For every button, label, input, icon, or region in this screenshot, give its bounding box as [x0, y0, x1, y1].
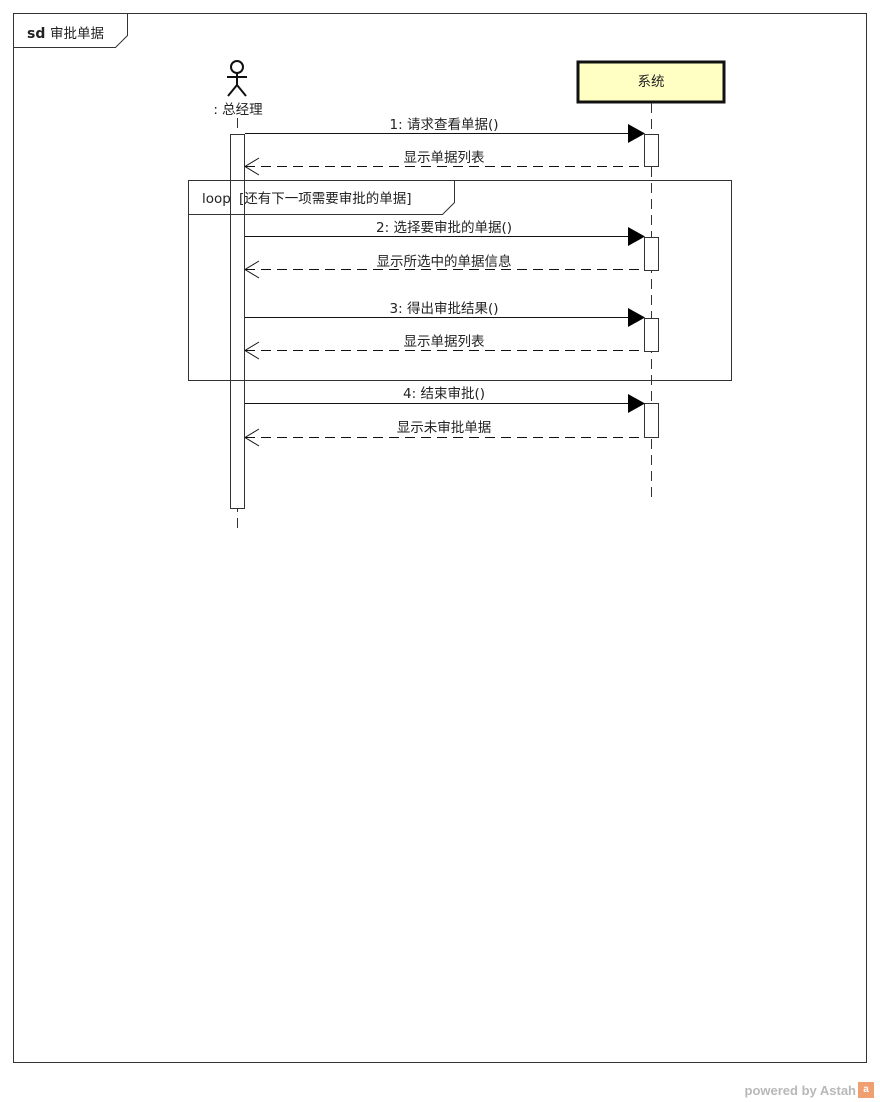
loop-keyword: loop — [202, 191, 231, 207]
sync-arrowhead-icon — [628, 227, 645, 246]
actor-label: : 总经理 — [213, 102, 263, 118]
message-label: 3: 得出审批结果() — [390, 300, 499, 317]
frame-keyword: sd — [27, 26, 45, 42]
message-6: 显示单据列表 — [244, 334, 644, 360]
footer-text: powered by Astah — [744, 1082, 856, 1098]
system-activation — [644, 237, 659, 271]
message-label: 1: 请求查看单据() — [390, 117, 499, 133]
open-arrowhead-icon — [244, 341, 260, 360]
actor-icon — [227, 60, 247, 97]
message-label: 显示单据列表 — [404, 334, 485, 350]
powered-by-footer: powered by Astah a — [745, 1082, 874, 1098]
frame-title: 审批单据 — [50, 26, 104, 42]
system-activation — [644, 134, 659, 167]
loop-label-box — [188, 180, 455, 215]
loop-fragment — [188, 180, 732, 381]
message-4: 显示所选中的单据信息 — [244, 253, 644, 279]
system-activation — [644, 318, 659, 352]
message-3: 2: 选择要审批的单据() — [245, 220, 645, 246]
sync-arrowhead-icon — [628, 308, 645, 327]
open-arrowhead-icon — [244, 260, 260, 279]
message-2: 显示单据列表 — [244, 150, 644, 176]
loop-guard: [还有下一项需要审批的单据] — [239, 191, 412, 207]
message-1: 1: 请求查看单据() — [245, 117, 645, 143]
message-label: 显示未审批单据 — [397, 420, 492, 436]
message-label: 显示单据列表 — [404, 150, 485, 166]
message-label: 4: 结束审批() — [403, 386, 485, 402]
frame-label-box — [13, 13, 128, 48]
open-arrowhead-icon — [244, 157, 260, 176]
system-activation — [644, 403, 659, 438]
system-lifeline-head — [576, 60, 726, 104]
message-5: 3: 得出审批结果() — [245, 300, 645, 327]
system-label: 系统 — [638, 74, 665, 90]
message-label: 显示所选中的单据信息 — [377, 253, 512, 270]
message-label: 2: 选择要审批的单据() — [376, 220, 512, 236]
sync-arrowhead-icon — [628, 124, 645, 143]
actor-activation — [230, 134, 245, 509]
diagram-frame — [13, 13, 867, 1063]
message-7: 4: 结束审批() — [245, 386, 645, 413]
message-8: 显示未审批单据 — [244, 420, 644, 447]
astah-logo-icon: a — [858, 1082, 874, 1098]
open-arrowhead-icon — [244, 428, 260, 447]
sync-arrowhead-icon — [628, 394, 645, 413]
